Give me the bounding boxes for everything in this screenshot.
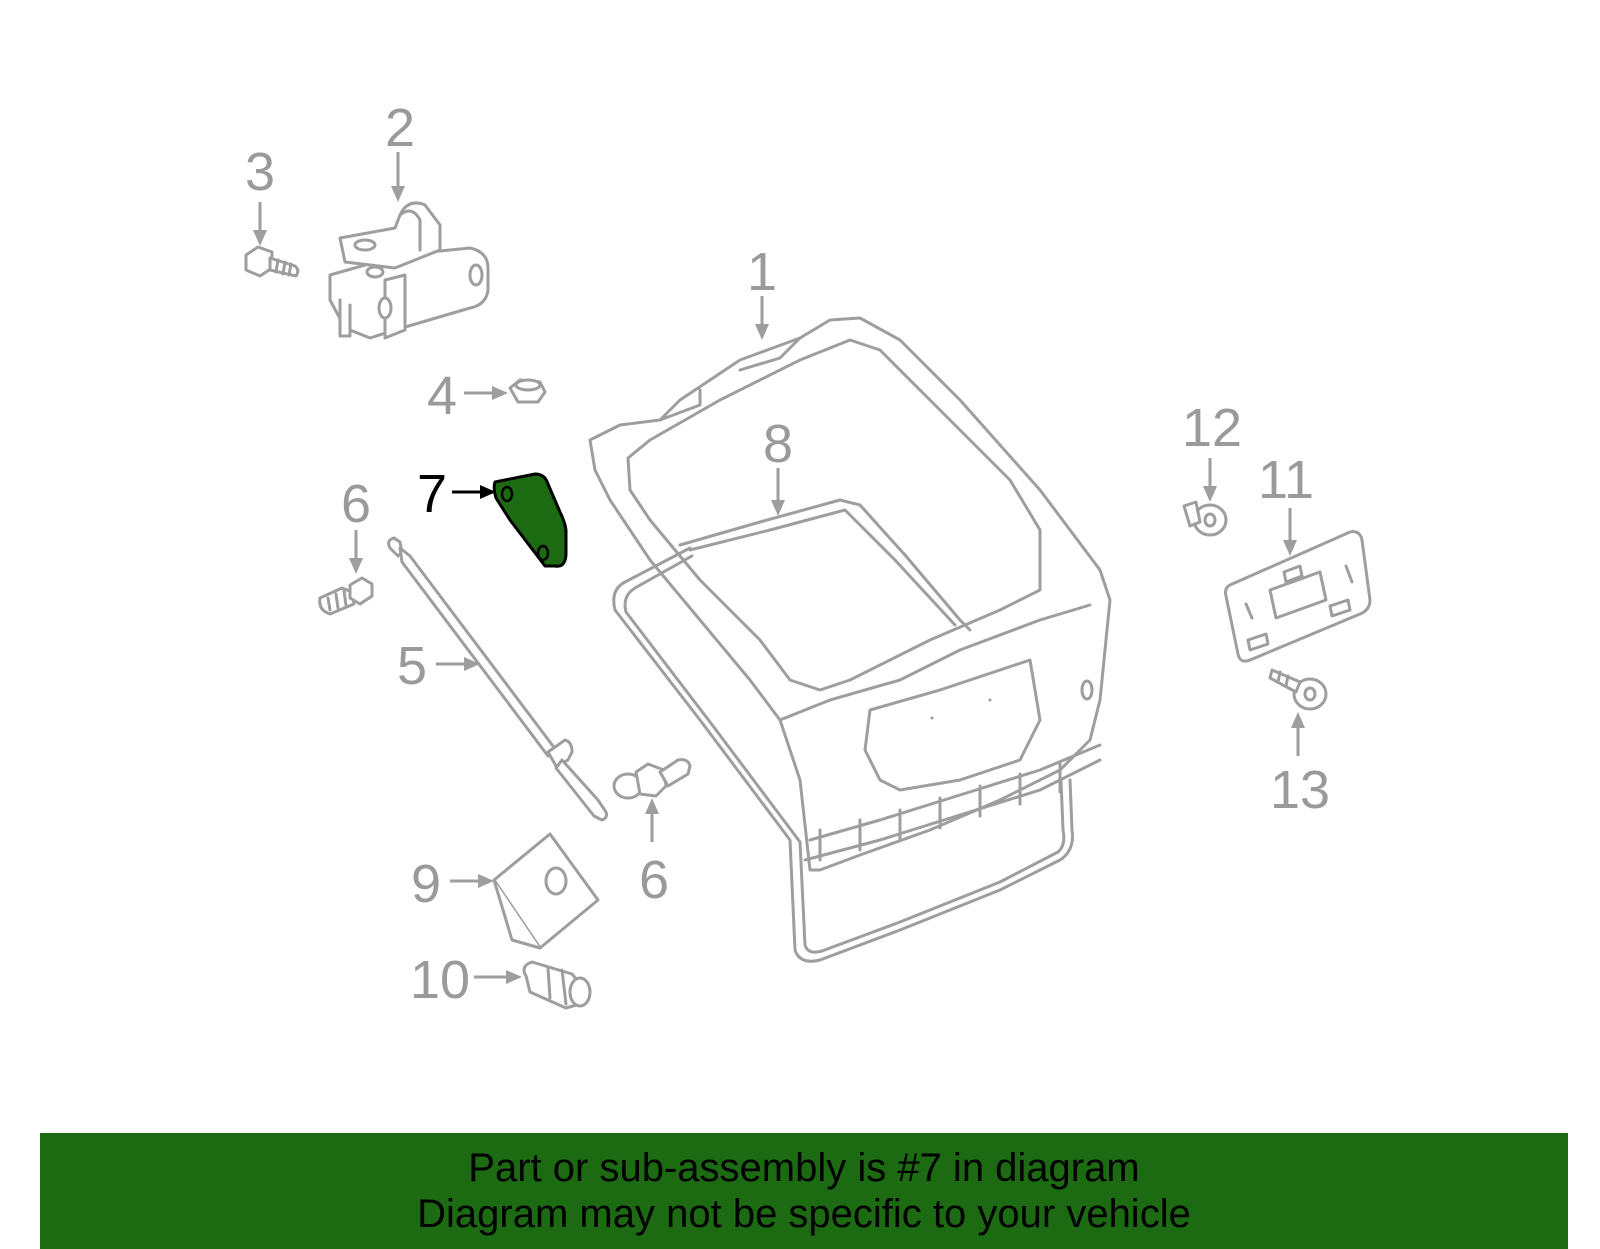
callout-12: 12 <box>1182 398 1242 458</box>
part-6-clip-lower <box>612 758 692 800</box>
part-8-weatherstrip <box>612 498 1074 963</box>
part-13-screw <box>1268 668 1328 711</box>
callout-7: 7 <box>417 464 447 524</box>
callout-5: 5 <box>397 636 427 696</box>
callout-3: 3 <box>245 142 275 202</box>
part-12-push-pin <box>1182 500 1228 537</box>
callout-4: 4 <box>427 366 457 426</box>
callout-8: 8 <box>763 414 793 474</box>
part-9-bumper <box>492 832 600 950</box>
info-banner: Part or sub-assembly is #7 in diagram Di… <box>40 1133 1568 1249</box>
part-11-license-bracket <box>1224 530 1372 663</box>
part-10-bumper-stop <box>522 960 592 1010</box>
part-1-liftgate <box>588 316 1112 872</box>
part-7-bracket <box>492 472 568 568</box>
callout-9: 9 <box>411 854 441 914</box>
part-6-bolt-upper <box>318 576 374 616</box>
callout-6-upper: 6 <box>341 474 371 534</box>
part-5-gas-strut <box>387 536 608 822</box>
part-2-hinge <box>328 201 490 340</box>
banner-line-2: Diagram may not be specific to your vehi… <box>417 1192 1191 1236</box>
callout-2: 2 <box>385 98 415 158</box>
banner-line-1: Part or sub-assembly is #7 in diagram <box>468 1146 1140 1190</box>
callout-1: 1 <box>747 242 777 302</box>
callout-6-lower: 6 <box>639 850 669 910</box>
leader-arrows <box>253 152 1305 984</box>
part-4-nut <box>508 378 547 404</box>
callout-11: 11 <box>1258 450 1314 510</box>
callout-10: 10 <box>410 950 470 1010</box>
part-3-bolt <box>244 245 300 278</box>
callout-13: 13 <box>1270 760 1330 820</box>
